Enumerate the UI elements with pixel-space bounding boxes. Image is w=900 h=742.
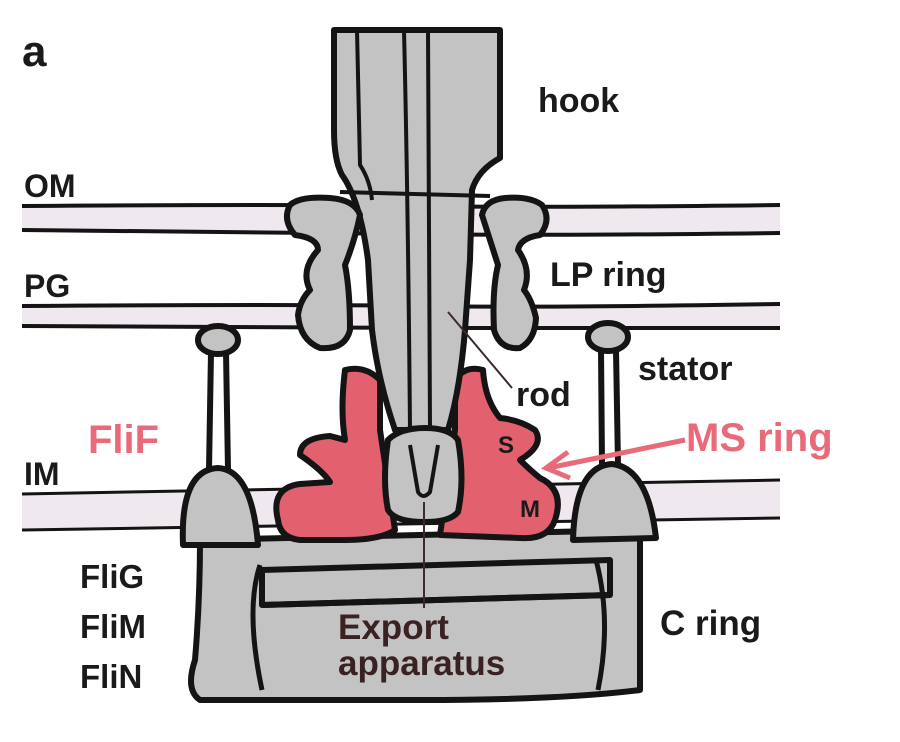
rod-label: rod (516, 376, 571, 414)
pointer-lines (423, 311, 513, 608)
ms-ring (273, 365, 561, 543)
ms-ring-label: MS ring (686, 416, 833, 460)
flim-label: FliM (80, 608, 146, 645)
export-label-line1: Export (338, 608, 449, 647)
export-apparatus (382, 425, 465, 525)
flin-label: FliN (80, 658, 143, 695)
flif-label: FliF (88, 418, 160, 462)
c-ring (188, 527, 643, 703)
lp-ring-label: LP ring (550, 256, 667, 294)
s-ring-label: S (498, 432, 515, 459)
im-label: IM (24, 456, 60, 492)
rod-pointer (447, 311, 513, 389)
stator-label: stator (638, 350, 733, 388)
c-ring-label: C ring (660, 604, 762, 643)
ms-ring-arrow (540, 437, 686, 481)
export-label-line2: apparatus (338, 644, 506, 683)
m-ring-label: M (520, 496, 540, 523)
stator-left (179, 323, 261, 548)
hook-label: hook (538, 82, 620, 120)
flig-label: FliG (80, 558, 145, 595)
stator-right (570, 320, 659, 543)
om-label: OM (24, 168, 76, 204)
panel-label: a (22, 27, 47, 76)
lp-ring (283, 194, 550, 352)
pg-label: PG (24, 268, 71, 304)
rod-hook (331, 27, 503, 433)
